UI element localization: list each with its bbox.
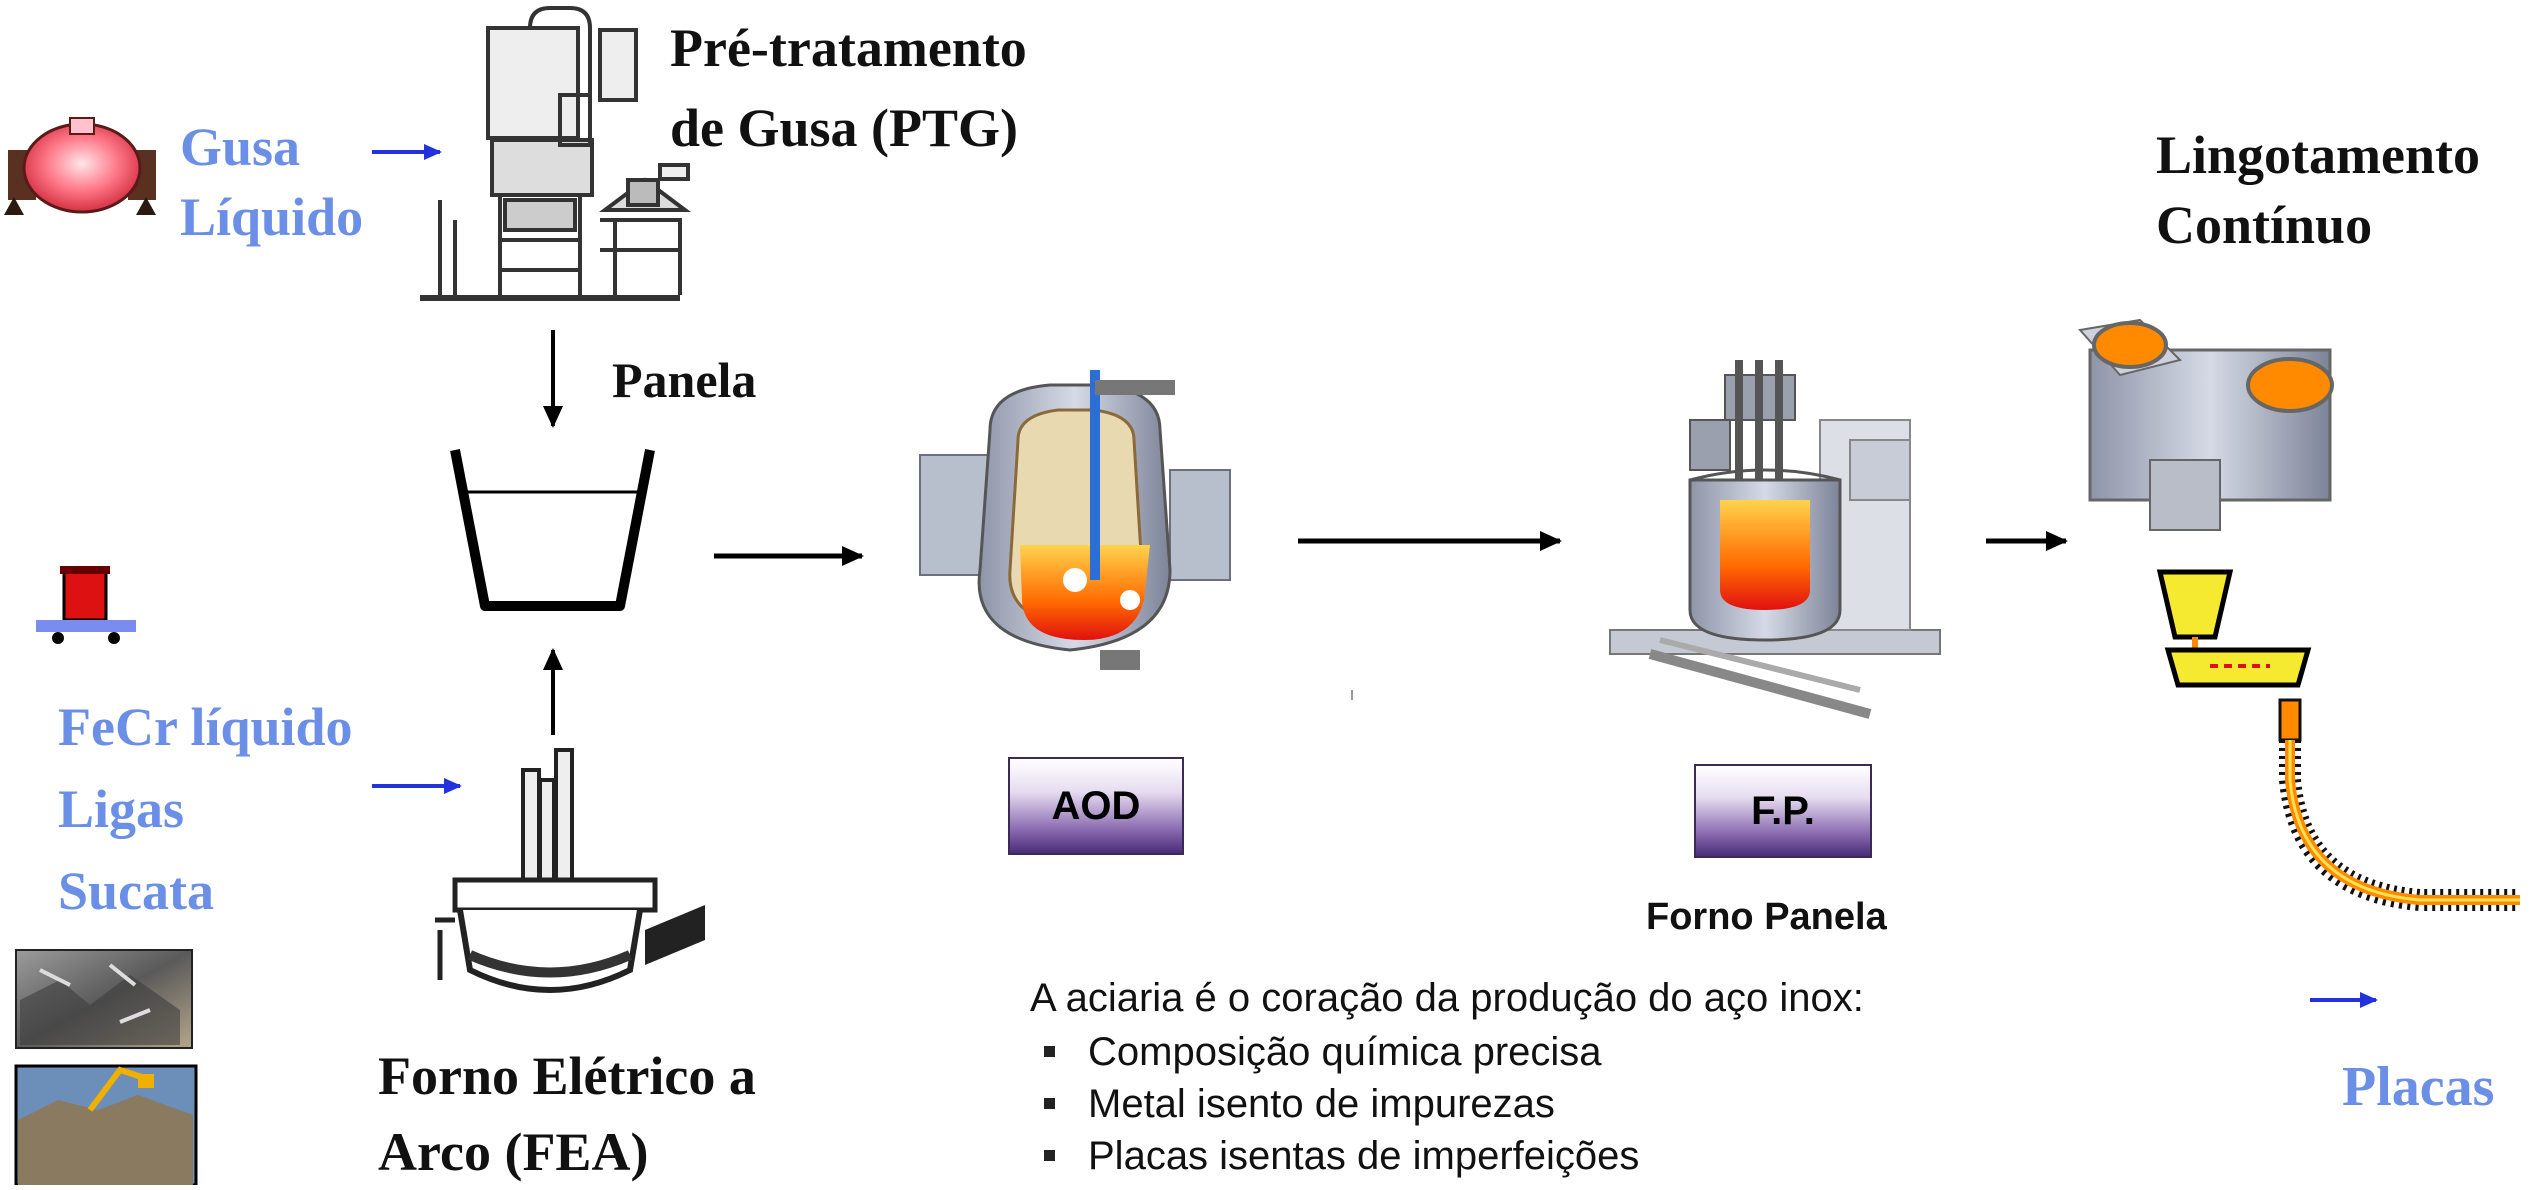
lingotamento-title-line2: Contínuo — [2156, 195, 2373, 255]
gusa-label: Gusa Líquido — [180, 112, 363, 252]
notes-item: Placas isentas de imperfeições — [1030, 1130, 1864, 1182]
notes-item-text: Composição química precisa — [1088, 1030, 1602, 1074]
scrap-photo-1 — [15, 949, 193, 1049]
fecr-label: FeCr líquido — [58, 697, 353, 757]
gusa-label-line1: Gusa — [180, 117, 301, 177]
forno-panela-icon — [1609, 360, 1941, 719]
fea-title: Forno Elétrico a Arco (FEA) — [378, 1038, 756, 1190]
placas-label: Placas — [2342, 1056, 2495, 1118]
lingotamento-title: Lingotamento Contínuo — [2156, 120, 2480, 260]
lingotamento-title-line1: Lingotamento — [2156, 125, 2480, 185]
ligas-label: Ligas — [58, 779, 185, 839]
sucata-label: Sucata — [58, 861, 215, 921]
panela-ladle-icon — [450, 449, 655, 611]
fp-caption: Forno Panela — [1646, 896, 1887, 938]
ptg-title-line1: Pré-tratamento — [670, 18, 1027, 78]
bullet-icon — [1044, 1150, 1055, 1161]
notes-item-text: Placas isentas de imperfeições — [1088, 1134, 1640, 1178]
aod-label-box: AOD — [1008, 757, 1184, 855]
bullet-icon — [1044, 1046, 1055, 1057]
fecr-inputs-label: FeCr líquido Ligas Sucata — [58, 686, 353, 932]
scrap-photo-2 — [14, 1064, 198, 1185]
ptg-plant-icon — [420, 6, 691, 301]
aod-converter-icon — [919, 370, 1231, 670]
fp-label-box: F.P. — [1694, 764, 1872, 858]
fecr-railcar-icon — [36, 566, 136, 644]
ptg-title: Pré-tratamento de Gusa (PTG) — [670, 8, 1027, 168]
torpedo-ladle-icon — [4, 117, 156, 215]
fea-title-line2: Arco (FEA) — [378, 1122, 649, 1182]
continuous-caster-icon — [2078, 318, 2520, 911]
notes-intro: A aciaria é o coração da produção do aço… — [1030, 976, 1864, 1020]
bullet-icon — [1044, 1098, 1055, 1109]
ptg-title-line2: de Gusa (PTG) — [670, 98, 1019, 158]
gusa-label-line2: Líquido — [180, 187, 364, 247]
notes-block: A aciaria é o coração da produção do aço… — [1030, 970, 1864, 1182]
panela-label: Panela — [612, 352, 757, 408]
notes-item: Composição química precisa — [1030, 1026, 1864, 1078]
notes-item-text: Metal isento de impurezas — [1088, 1082, 1555, 1126]
fea-title-line1: Forno Elétrico a — [378, 1046, 756, 1106]
notes-item: Metal isento de impurezas — [1030, 1078, 1864, 1130]
fea-furnace-icon — [435, 748, 705, 993]
notes-list: Composição química precisa Metal isento … — [1030, 1026, 1864, 1182]
